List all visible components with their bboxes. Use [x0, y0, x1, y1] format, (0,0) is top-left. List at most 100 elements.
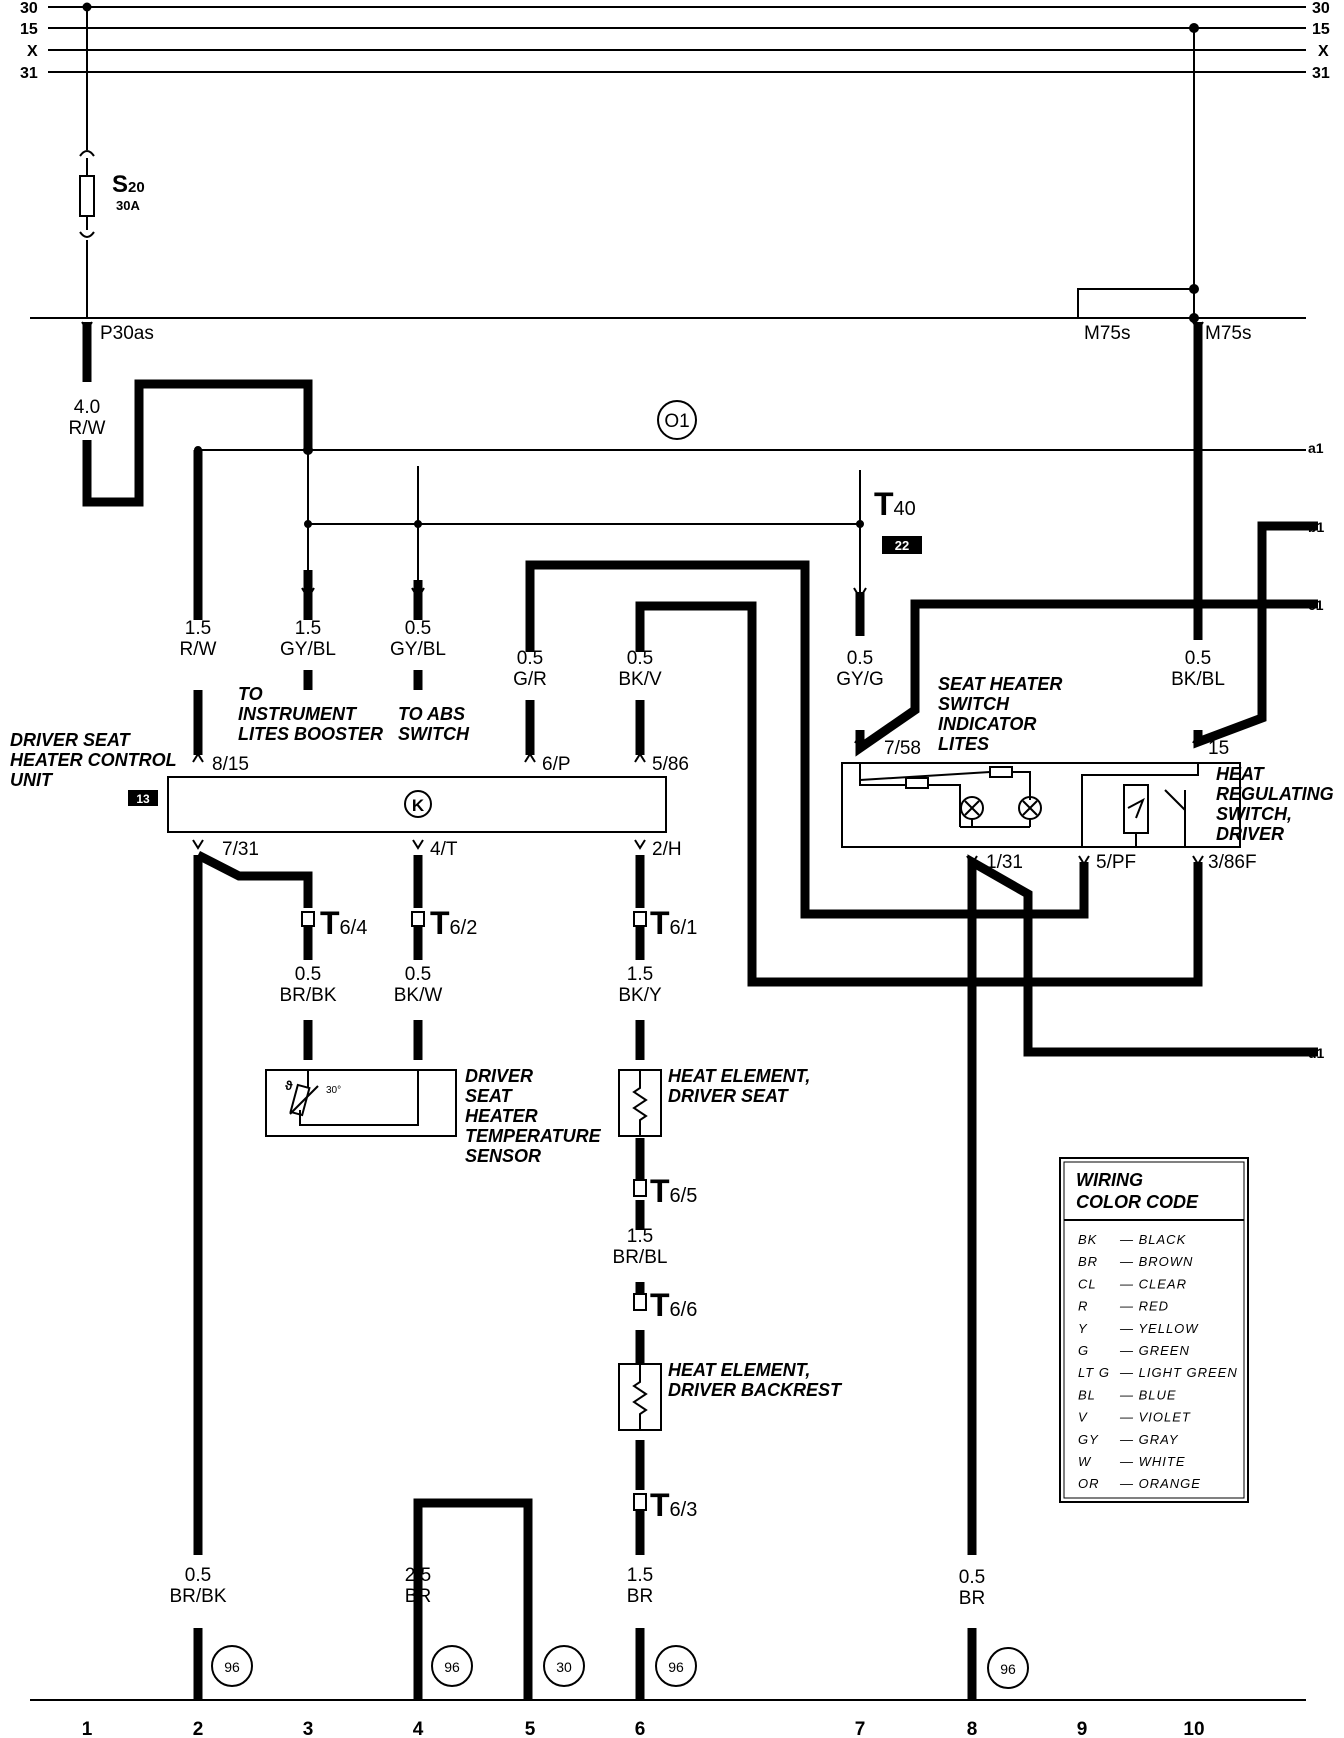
wire-color: BR/BK [169, 1586, 226, 1607]
ref-box-22-label: 22 [895, 538, 909, 553]
desc-to-instrument: TO INSTRUMENT LITES BOOSTER [238, 684, 383, 744]
fuse-s20 [79, 2, 95, 318]
heat-element-seat [618, 1069, 662, 1137]
column-number: 6 [635, 1719, 646, 1738]
wire-gauge: 0.5 [185, 1565, 211, 1586]
pin-1-31: 1/31 [986, 852, 1023, 873]
bus-label-30-left: 30 [20, 0, 38, 17]
wire-color: G/R [513, 669, 547, 690]
column-number: 5 [525, 1719, 536, 1738]
legend-color-name: — BLUE [1119, 1387, 1177, 1402]
legend-code: LT G [1078, 1365, 1110, 1380]
pin-2-h: 2/H [652, 839, 682, 860]
column-number: 9 [1077, 1719, 1088, 1738]
legend-code: GY [1078, 1432, 1099, 1447]
legend-code: R [1078, 1299, 1088, 1314]
legend-code: W [1078, 1454, 1092, 1469]
thin-wires [194, 445, 1306, 1294]
ref-box-13 [128, 790, 158, 806]
legend-code: BL [1078, 1387, 1096, 1402]
desc-heat-element-backrest: HEAT ELEMENT, DRIVER BACKREST [668, 1360, 843, 1400]
wire-color: BR/BL [613, 1247, 668, 1268]
column-number: 1 [82, 1719, 93, 1738]
bus-label-31-right: 31 [1312, 65, 1330, 82]
legend-color-name: — WHITE [1119, 1454, 1186, 1469]
legend-color-name: — LIGHT GREEN [1119, 1365, 1238, 1380]
legend-title: WIRING COLOR CODE [1076, 1170, 1199, 1212]
wire-gauge: 1.5 [295, 618, 321, 639]
column-number: 4 [413, 1719, 424, 1738]
legend-color-name: — RED [1119, 1299, 1169, 1314]
terminal-p30as: P30as [100, 323, 154, 344]
side-ref-d1: d1 [1308, 1045, 1325, 1061]
sensor-temp-label: 30° [326, 1085, 341, 1096]
wire-gauge: 0.5 [295, 964, 321, 985]
bus-label-x-left: X [27, 43, 38, 60]
bus-label-31-left: 31 [20, 65, 38, 82]
switch-assembly [841, 762, 1241, 848]
wire-gauge: 1.5 [627, 964, 653, 985]
wire-gauge: 1.5 [185, 618, 211, 639]
ground-96-b: 96 [444, 1659, 460, 1675]
desc-control-unit: DRIVER SEAT HEATER CONTROL UNIT [10, 730, 181, 790]
connector-t6-3: T6/3 [650, 1487, 697, 1523]
side-ref-a1: a1 [1308, 440, 1324, 456]
pin-5-pf: 5/PF [1096, 852, 1136, 873]
terminal-m75s-left: M75s [1084, 323, 1130, 344]
sensor-theta: ϑ [285, 1078, 293, 1093]
column-number: 3 [303, 1719, 314, 1738]
ref-circle-o1-label: O1 [664, 411, 689, 432]
wire-color: BK/V [618, 669, 662, 690]
ground-circles [211, 1645, 1029, 1689]
wire-gauge: 4.0 [74, 397, 100, 418]
pin-3-86f: 3/86F [1208, 852, 1257, 873]
wire-color: BR [405, 1586, 431, 1607]
legend-code: V [1078, 1410, 1088, 1425]
wire-gauge: 2.5 [405, 1565, 431, 1586]
wire-color: BR [959, 1588, 985, 1609]
control-unit-k-circle [404, 790, 432, 818]
wire-gauge: 0.5 [517, 648, 543, 669]
legend-color-name: — YELLOW [1119, 1321, 1199, 1336]
wire-color: GY/BL [390, 639, 446, 660]
connector-t6-5: T6/5 [650, 1173, 697, 1209]
pin-7-31: 7/31 [222, 839, 259, 860]
ref-box-22 [882, 536, 922, 554]
wire-color: BK/BL [1171, 669, 1225, 690]
bus-label-30-right: 30 [1312, 0, 1330, 17]
column-number: 7 [855, 1719, 866, 1738]
desc-heat-switch: HEAT REGULATING SWITCH, DRIVER [1216, 764, 1339, 844]
bus-label-x-right: X [1318, 43, 1329, 60]
wire-gauge: 0.5 [627, 648, 653, 669]
legend-code: OR [1078, 1476, 1100, 1491]
column-number: 8 [967, 1719, 978, 1738]
wire-gauge: 1.5 [627, 1565, 653, 1586]
top-bus-lines [48, 6, 1306, 73]
legend-code: Y [1078, 1321, 1088, 1336]
wire-gauge: 0.5 [405, 618, 431, 639]
legend-code: BR [1078, 1254, 1098, 1269]
wire-gauge: 0.5 [847, 648, 873, 669]
wire-color: BR [627, 1586, 653, 1607]
ref-box-13-label: 13 [136, 792, 150, 806]
bus-label-15-right: 15 [1312, 21, 1330, 38]
wire-color: GY/G [836, 669, 884, 690]
ref-circle-o1 [657, 400, 697, 440]
desc-temp-sensor: DRIVER SEAT HEATER TEMPERATURE SENSOR [465, 1066, 606, 1166]
connector-t6-6: T6/6 [650, 1287, 697, 1323]
control-unit-box [167, 776, 667, 833]
pin-5-86: 5/86 [652, 754, 689, 775]
wire-color: R/W [69, 418, 106, 439]
terminal-m75s-right: M75s [1205, 323, 1251, 344]
wire-color: R/W [180, 639, 217, 660]
t-connector-pins [301, 911, 647, 1511]
legend-color-name: — GREEN [1119, 1343, 1190, 1358]
wire-gauge: 0.5 [405, 964, 431, 985]
wire-gauge: 1.5 [627, 1226, 653, 1247]
bus-label-15-left: 15 [20, 21, 38, 38]
wire-gauge: 0.5 [1185, 648, 1211, 669]
wire-color: BK/W [394, 985, 443, 1006]
